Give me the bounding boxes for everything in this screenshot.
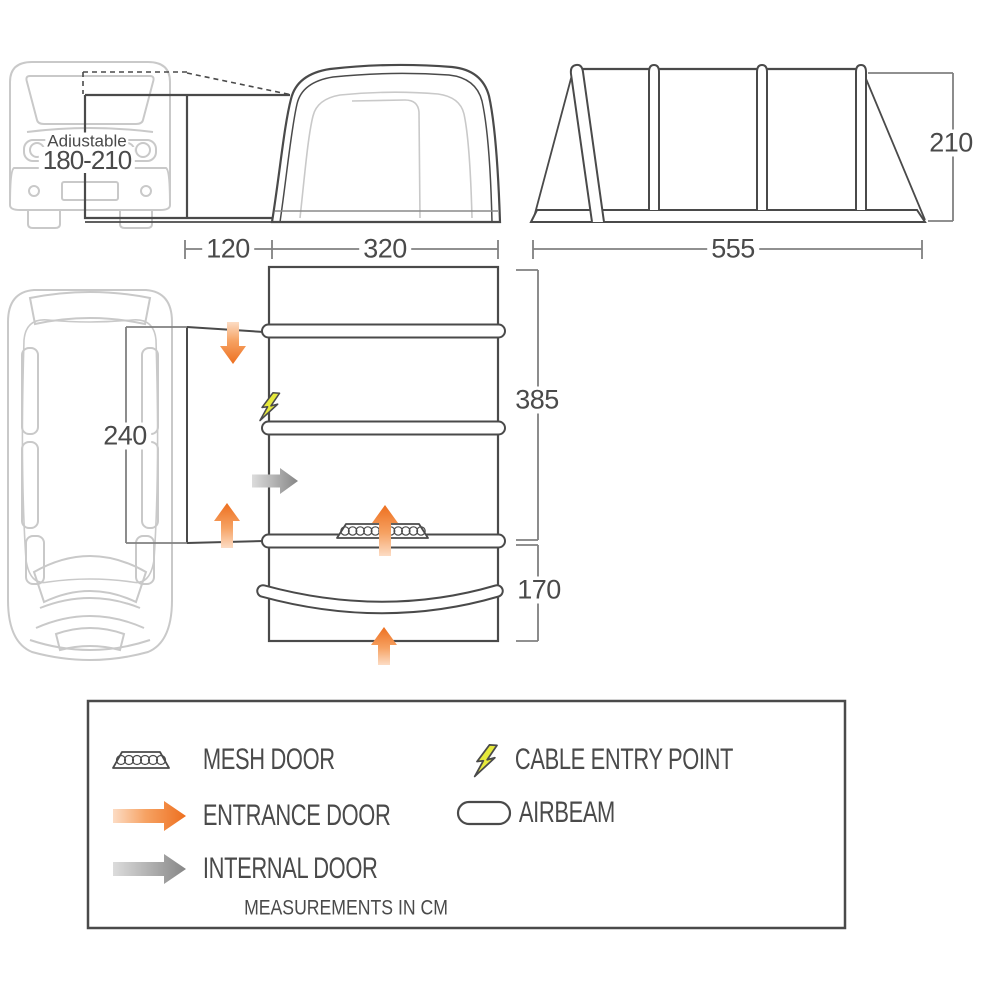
side-view: [529, 63, 927, 223]
plan-view-awning: [214, 265, 506, 665]
legend-label-mesh-door: MESH DOOR: [202, 743, 335, 776]
airbeam-pole-1: [569, 63, 605, 223]
dimension-385-label: 385: [511, 386, 563, 414]
legend-label-internal-door: INTERNAL DOOR: [202, 852, 378, 885]
guy-line-left: [532, 70, 574, 222]
adjustable-height-dashes: [82, 71, 293, 96]
adjustable-label: Adjustable: [45, 131, 129, 151]
airbeam-plan-1: [261, 323, 506, 339]
airbeam-plan-curved: [256, 584, 504, 615]
guy-line-right: [863, 73, 926, 221]
adjustable-range-label: 180-210: [38, 147, 136, 173]
awning-inner-liner: [299, 91, 473, 219]
internal-door-arrow: [252, 468, 298, 494]
airbeam-pole-4: [855, 63, 867, 210]
plan-view-van: [7, 289, 173, 661]
airbeam-pole-3: [756, 63, 768, 210]
dimension-320-label: 320: [359, 235, 411, 263]
dimension-240-label: 240: [99, 422, 151, 450]
entrance-door-arrow-tunnel-bottom: [214, 503, 240, 548]
dimension-170-label: 170: [513, 576, 565, 604]
legend-note-measurements: MEASUREMENTS IN CM: [244, 896, 448, 920]
mesh-door-icon: [112, 751, 170, 769]
awning-front-door-outline: [351, 99, 421, 219]
airbeam-plan-2: [261, 420, 506, 436]
airbeam-icon: [456, 800, 512, 826]
legend-box: [86, 699, 847, 930]
legend-label-airbeam: AIRBEAM: [518, 796, 615, 829]
entrance-door-arrow-front: [371, 627, 397, 665]
dimension-120-label: 120: [202, 235, 254, 263]
internal-door-icon: [113, 854, 186, 884]
entrance-door-icon: [113, 801, 186, 831]
dimension-555-label: 555: [707, 235, 759, 263]
dimension-210-label: 210: [925, 129, 977, 157]
legend-label-cable-entry-point: CABLE ENTRY POINT: [514, 743, 734, 776]
entrance-door-arrow-mesh: [372, 505, 398, 556]
legend-label-entrance-door: ENTRANCE DOOR: [202, 799, 391, 832]
entrance-door-arrow-tunnel-top: [220, 322, 246, 364]
airbeam-pole-2: [648, 63, 660, 210]
ground-bar: [529, 209, 927, 223]
front-view-awning: [270, 63, 502, 224]
